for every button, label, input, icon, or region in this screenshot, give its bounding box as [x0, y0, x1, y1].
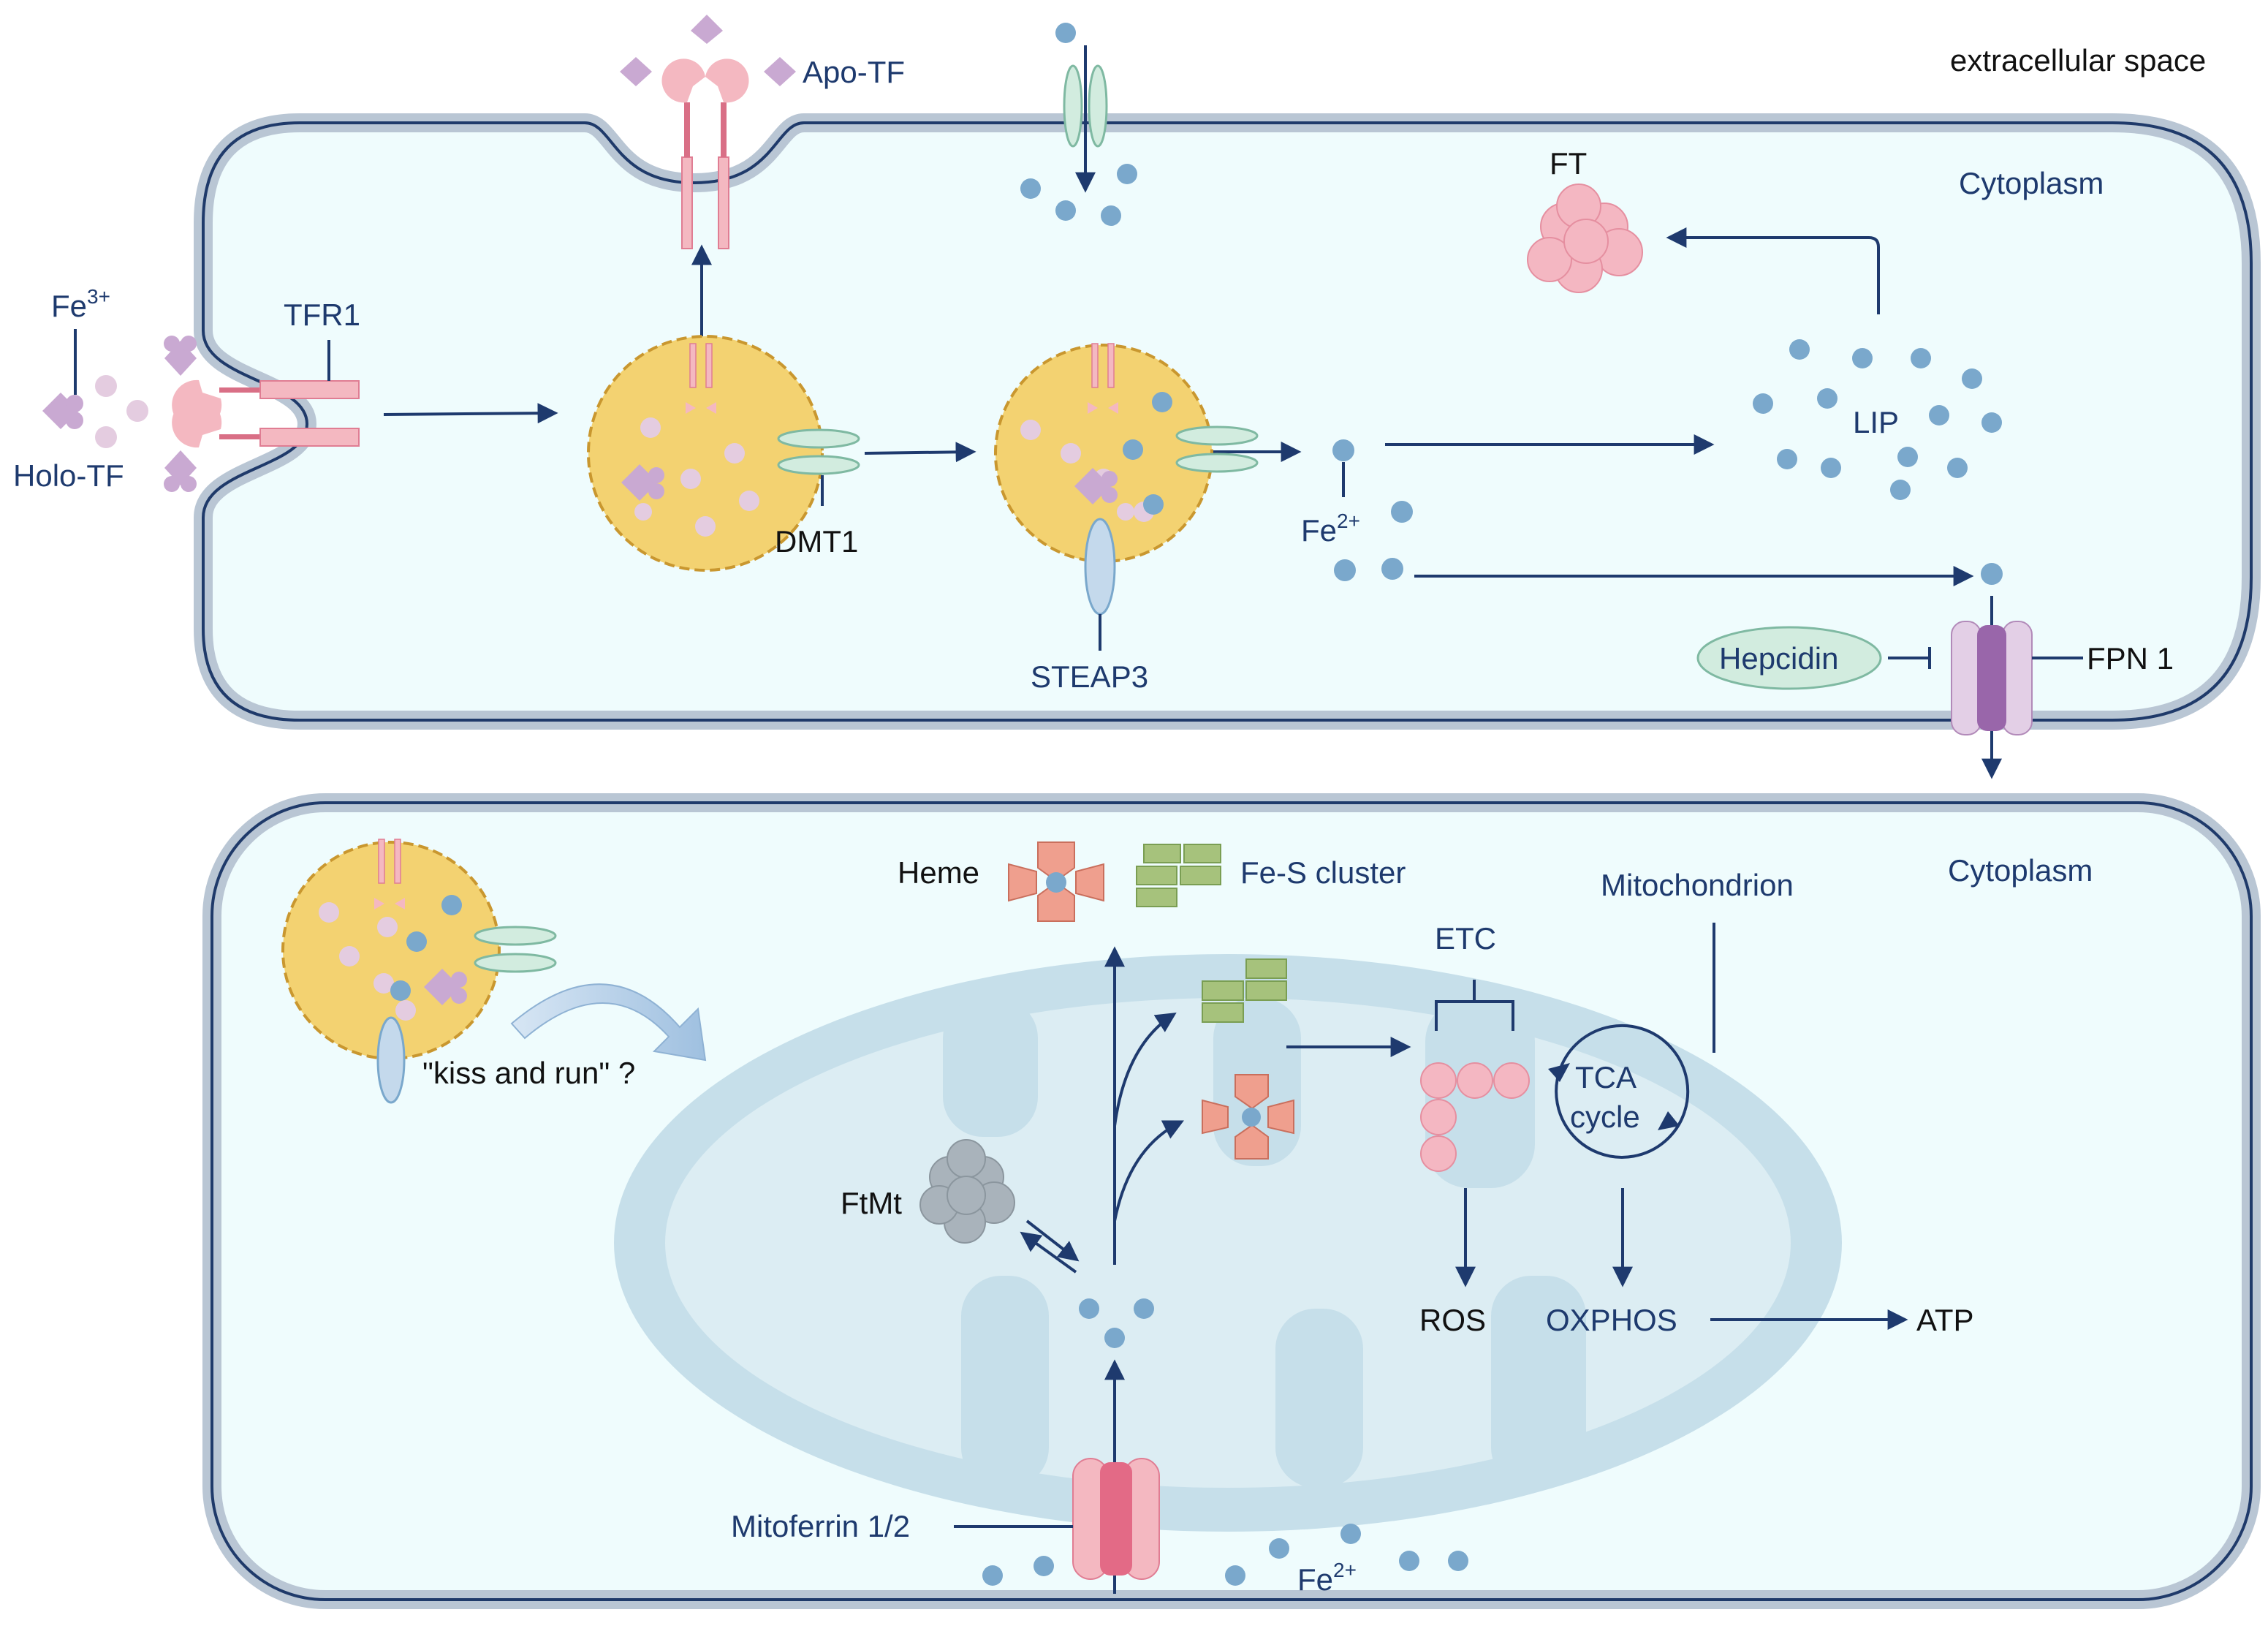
mitoferrin-label: Mitoferrin 1/2 [731, 1509, 910, 1543]
tca-arrowhead-1 [1548, 1063, 1570, 1082]
oxphos-label: OXPHOS [1546, 1303, 1677, 1337]
dmt1-transporter [777, 428, 860, 506]
etc-label: ETC [1435, 921, 1496, 956]
tfr1-label: TFR1 [284, 298, 360, 332]
imported-iron-top [1020, 23, 1137, 226]
atp-label: ATP [1916, 1303, 1974, 1337]
bottom-cell-membrane-edge [211, 801, 2253, 1601]
endosome-kiss-and-run [281, 839, 501, 1060]
heme-label: Heme [898, 855, 979, 890]
ferritin [1527, 184, 1643, 293]
tca-arrowheads [1548, 1063, 1680, 1130]
labile-iron-pool [1753, 339, 2002, 500]
top-channel [1063, 64, 1108, 148]
ftmt-label: FtMt [841, 1186, 902, 1220]
text-labels: extracellular space Cytoplasm Cytoplasm … [13, 43, 2206, 1597]
kiss-run-label: "kiss and run" ? [422, 1056, 635, 1090]
holo-tf-label: Holo-TF [13, 458, 124, 493]
lip-label: LIP [1853, 405, 1899, 439]
mito-ferritin [919, 1139, 1015, 1244]
dmt1-transporter-late [1175, 425, 1259, 473]
fe2-label-bottom: Fe2+ [1297, 1559, 1357, 1597]
arrow-to-heme-synthesis [1113, 1120, 1185, 1222]
arrow-iron-to-ftmt [1020, 1231, 1077, 1274]
fe2-ions-top [1332, 439, 2003, 585]
holo-tf-bound-top [164, 336, 197, 376]
extracellular-transferrin [42, 336, 197, 492]
holo-tf-bound-bottom [164, 450, 197, 492]
cytoplasm-label-bottom: Cytoplasm [1948, 853, 2093, 888]
recycled-tfr1 [620, 15, 796, 249]
mito-iron-ions [1079, 1298, 1154, 1348]
fe3-ion [95, 426, 117, 448]
extracellular-label: extracellular space [1950, 43, 2206, 77]
arrow-endocytosis [383, 403, 558, 424]
tca-arrowhead-2 [1658, 1111, 1680, 1130]
arrow-ftmt-to-iron [1025, 1219, 1080, 1262]
steap3-enzyme-bottom [376, 1016, 406, 1104]
holo-tf-molecule [42, 393, 83, 429]
tca-label-1: TCA [1575, 1060, 1636, 1094]
fe3-ion [126, 400, 148, 422]
tca-cycle-loop [1555, 1024, 1690, 1133]
endosome-early [587, 335, 824, 572]
heme-molecule [1008, 841, 1104, 922]
apo-tf-label: Apo-TF [803, 55, 905, 89]
ft-label: FT [1550, 146, 1587, 181]
fe2-label: Fe2+ [1301, 510, 1360, 548]
hepcidin-inhibition [1888, 647, 1931, 669]
arrow-endosome-to-endosome [864, 442, 976, 463]
tca-label-2: cycle [1570, 1100, 1640, 1134]
dmt1-label: DMT1 [775, 524, 858, 559]
tfr1-receptor [172, 340, 360, 448]
top-cell-membrane-edge [202, 121, 2253, 722]
tca-cycle-loop-2 [1569, 1111, 1686, 1159]
ferroportin [1951, 621, 2083, 735]
mitoferrin-transporter [954, 1458, 1160, 1580]
fpn1-label: FPN 1 [2087, 641, 2174, 676]
fes-label: Fe-S cluster [1240, 855, 1406, 890]
kiss-and-run-arrow [510, 983, 707, 1062]
arrow-to-fes-synthesis [1113, 1012, 1177, 1127]
mitochondrion [614, 954, 1842, 1532]
fe2-ions-bottom [982, 1524, 1468, 1586]
steap3-enzyme [1084, 518, 1116, 651]
fes-cluster [1136, 844, 1221, 907]
etc-complex [1420, 980, 1530, 1172]
cytoplasm-label-top: Cytoplasm [1959, 166, 2104, 200]
fe3-ion [95, 375, 117, 397]
dmt1-transporter-bottom [474, 926, 557, 973]
hepcidin [1696, 626, 1882, 690]
arrow-lip-to-ft [1666, 227, 1880, 314]
steap3-label: STEAP3 [1031, 659, 1148, 694]
hepcidin-label: Hepcidin [1719, 641, 1838, 676]
fes-cluster-mito [1202, 958, 1287, 1023]
heme-molecule-mito [1202, 1074, 1294, 1160]
ros-label: ROS [1419, 1303, 1486, 1337]
fe3-label: Fe3+ [51, 285, 110, 323]
apo-tf-molecules [620, 15, 796, 86]
mitochondrion-label: Mitochondrion [1601, 868, 1794, 902]
